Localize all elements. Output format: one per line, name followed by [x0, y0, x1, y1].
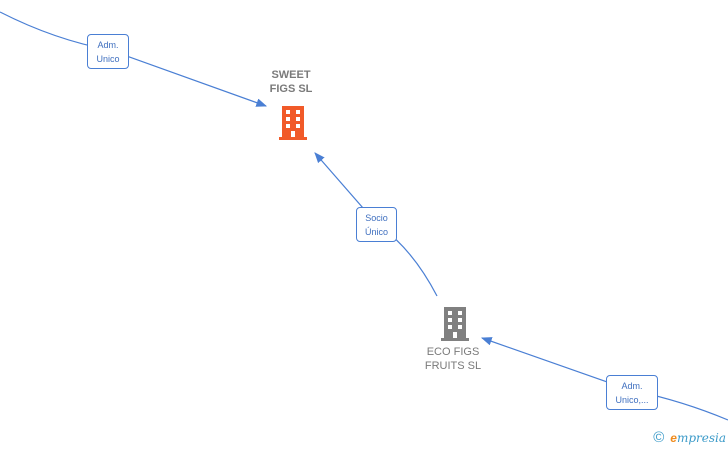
node-label-sweet-figs[interactable]: SWEET FIGS SL	[269, 69, 313, 95]
credit: © empresia	[653, 429, 726, 446]
building-icon[interactable]	[439, 305, 471, 346]
edge-label-adm-unico-multi[interactable]: Adm. Unico,...	[606, 375, 658, 410]
edge-label-adm-unico[interactable]: Adm. Unico	[87, 34, 129, 69]
brand-logo: empresia	[670, 430, 726, 445]
edge-adm-bottom	[480, 337, 728, 421]
building-icon[interactable]	[277, 104, 309, 145]
edge-adm-top	[0, 11, 268, 107]
edge-label-socio-unico[interactable]: Socio Único	[356, 207, 397, 242]
copyright-icon: ©	[653, 429, 665, 446]
node-label-eco-figs-fruits[interactable]: ECO FIGS FRUITS SL	[424, 346, 482, 372]
